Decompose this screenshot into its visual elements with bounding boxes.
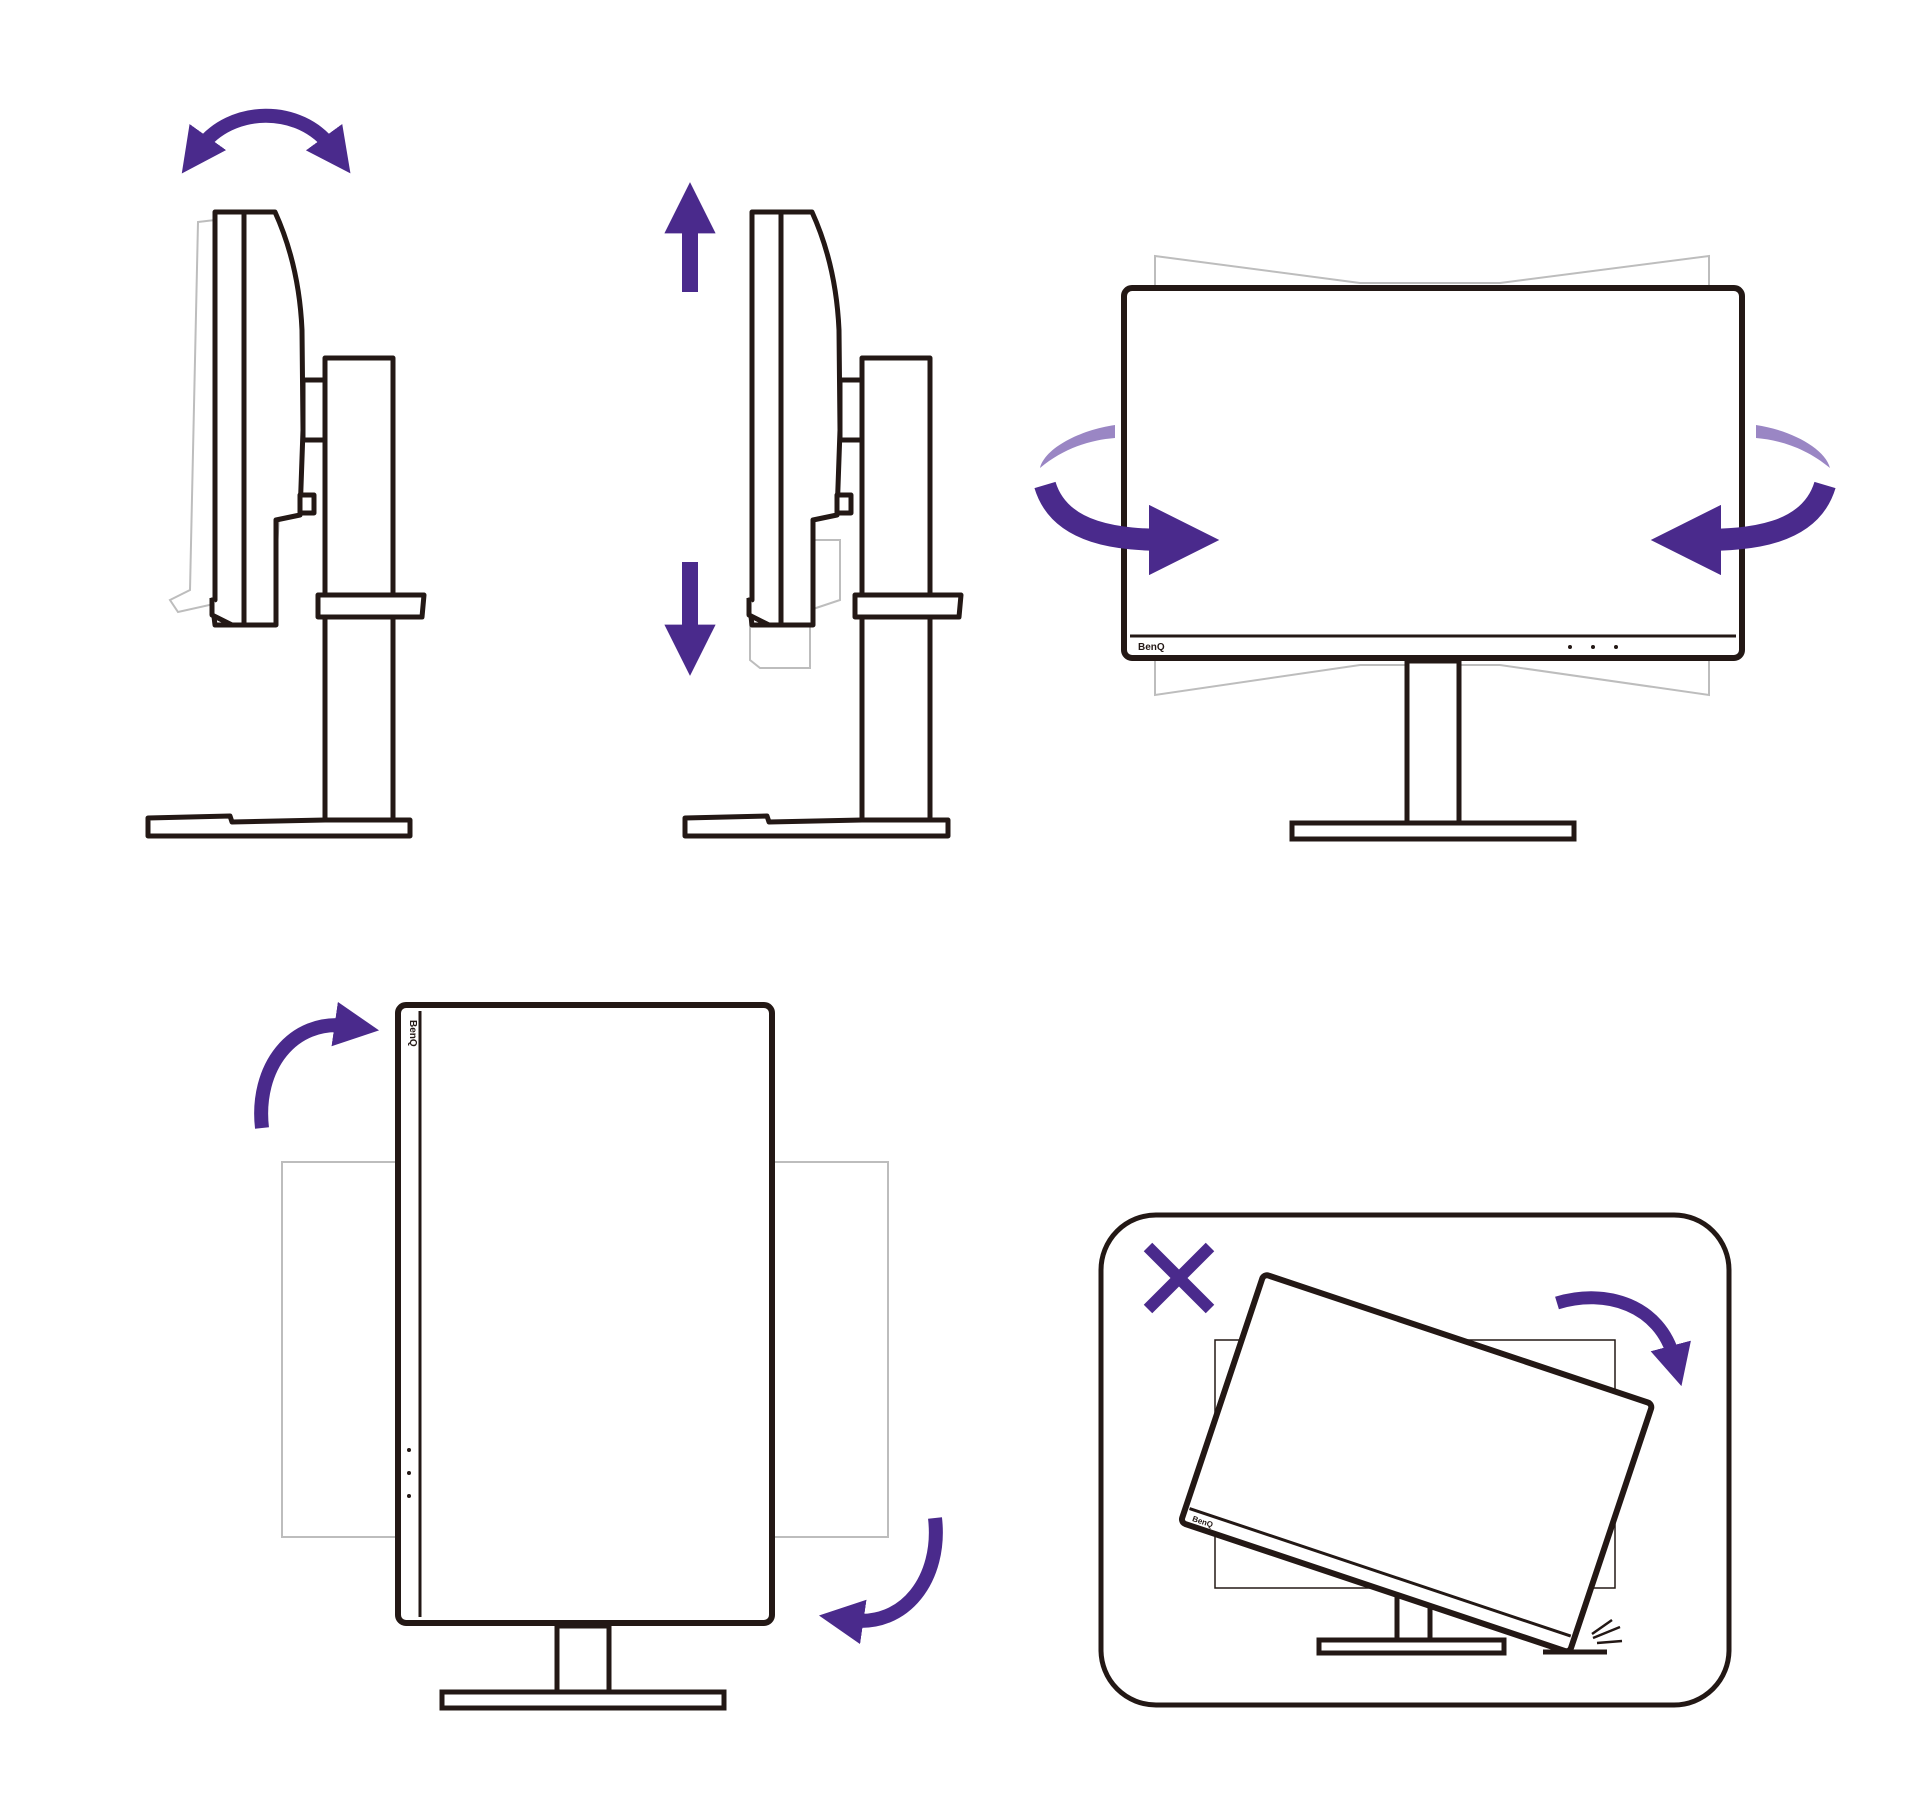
brand-logo: BenQ [1138, 642, 1165, 653]
tilt-arrow-icon [181, 108, 351, 174]
pivot-arrows-icon [254, 1001, 943, 1645]
pivot-stand [439, 1623, 727, 1711]
impact-marks-icon [1591, 1618, 1623, 1645]
warning-tilted-monitor: BenQ [1178, 1272, 1655, 1655]
pivot-monitor-portrait: BenQ [395, 1002, 775, 1626]
cross-icon [1143, 1242, 1215, 1314]
swivel-arrows-icon [1034, 425, 1836, 576]
swivel-stand [1289, 658, 1577, 842]
height-stand [682, 355, 964, 839]
height-panel [664, 182, 964, 839]
swivel-ghost-monitor [1154, 254, 1710, 697]
tilt-monitor-side [209, 209, 334, 628]
pivot-warning-panel: BenQ [1098, 1212, 1732, 1708]
height-ghost-monitor [749, 539, 841, 669]
height-monitor-side [746, 209, 871, 628]
pivot-panel: BenQ [254, 1001, 943, 1711]
swivel-panel: BenQ [1034, 254, 1836, 842]
tilt-panel [145, 108, 427, 839]
swivel-monitor-front: BenQ [1121, 285, 1745, 661]
warning-rotate-arrow-icon [1555, 1291, 1691, 1387]
brand-logo-rotated: BenQ [407, 1020, 418, 1047]
tilt-stand [145, 355, 427, 839]
warning-stand [1316, 1580, 1507, 1656]
